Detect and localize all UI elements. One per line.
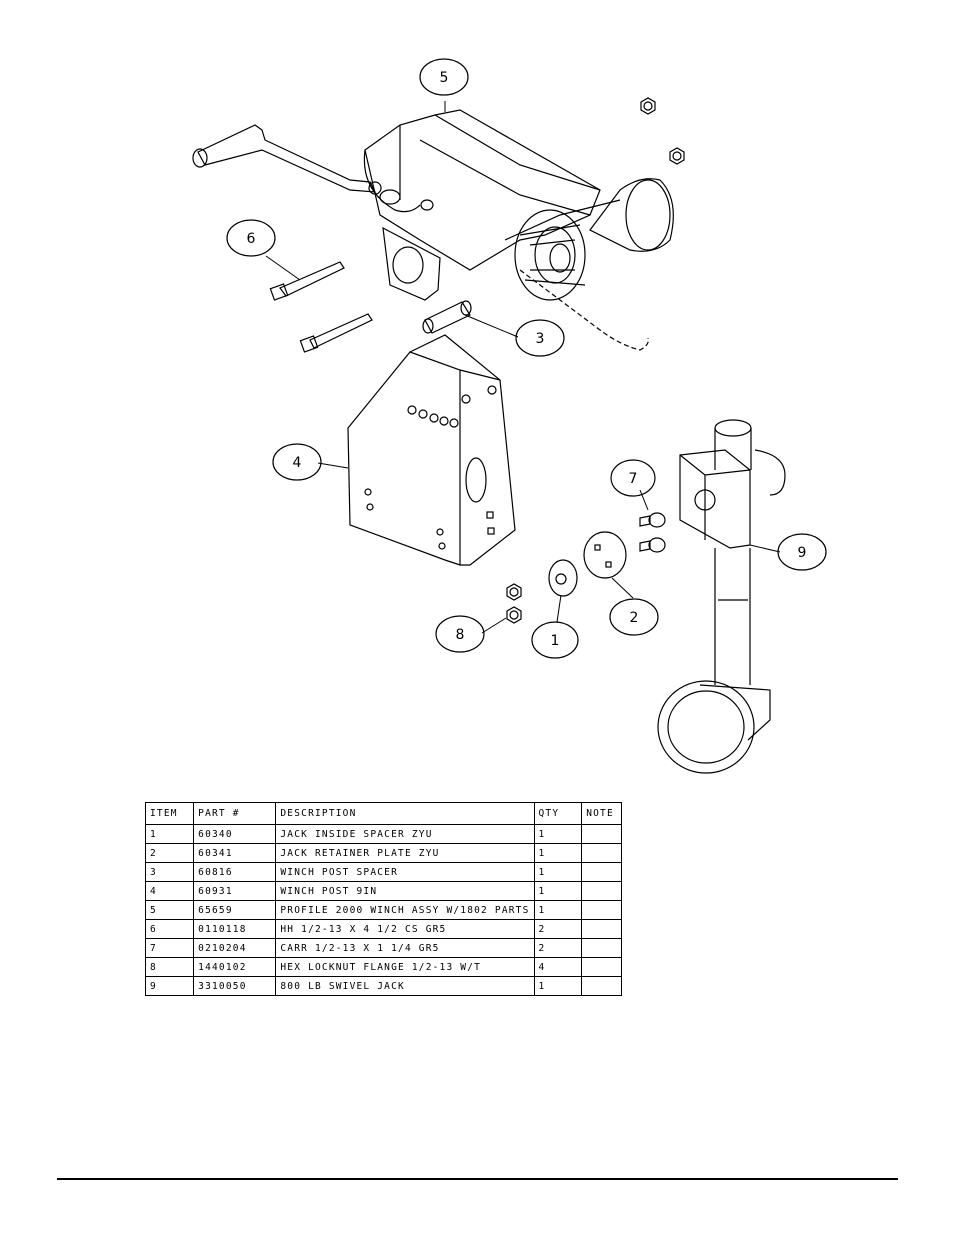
cell-note <box>581 919 622 939</box>
svg-text:9: 9 <box>798 545 807 561</box>
cell-qty: 1 <box>533 881 583 901</box>
hex-locknuts <box>506 583 522 624</box>
cell-qty: 1 <box>533 900 583 920</box>
cell-part-number: 60340 <box>193 824 277 844</box>
callout-8: 8 <box>435 615 485 653</box>
cell-note <box>581 862 622 882</box>
cell-description: HEX LOCKNUT FLANGE 1/2-13 W/T <box>275 957 535 977</box>
cell-part-number: 0110118 <box>193 919 277 939</box>
carriage-bolts <box>639 512 666 553</box>
callout-7: 7 <box>610 459 656 497</box>
cell-description: 800 LB SWIVEL JACK <box>275 976 535 996</box>
cell-note <box>581 957 622 977</box>
callout-balloons: 5 6 3 4 7 9 8 1 2 <box>226 58 827 659</box>
cell-part-number: 1440102 <box>193 957 277 977</box>
hex-bolts <box>269 261 373 353</box>
jack-inside-spacer <box>548 559 578 597</box>
callout-9: 9 <box>777 533 827 571</box>
cell-part-number: 60816 <box>193 862 277 882</box>
column-header-qty: QTY <box>533 802 583 825</box>
column-header-part-number: PART # <box>193 802 277 825</box>
cell-qty: 2 <box>533 919 583 939</box>
cell-note <box>581 881 622 901</box>
cell-part-number: 60931 <box>193 881 277 901</box>
footer-rule <box>57 1178 898 1180</box>
cell-qty: 2 <box>533 938 583 958</box>
column-header-description: DESCRIPTION <box>275 802 535 825</box>
hex-nuts-top <box>640 97 685 165</box>
cell-qty: 4 <box>533 957 583 977</box>
cell-item: 5 <box>144 900 195 920</box>
cell-note <box>581 900 622 920</box>
svg-text:3: 3 <box>536 331 545 347</box>
cell-description: WINCH POST SPACER <box>275 862 535 882</box>
callout-5: 5 <box>419 58 469 96</box>
jack-retainer-plate <box>583 531 627 579</box>
cell-note <box>581 976 622 996</box>
cell-item: 6 <box>144 919 195 939</box>
cell-part-number: 60341 <box>193 843 277 863</box>
swivel-jack <box>657 419 786 774</box>
cell-item: 3 <box>144 862 195 882</box>
table-header-row: ITEM PART # DESCRIPTION QTY NOTE <box>144 802 622 825</box>
column-header-item: ITEM <box>144 802 195 825</box>
cell-description: CARR 1/2-13 X 1 1/4 GR5 <box>275 938 535 958</box>
winch-post <box>347 334 516 566</box>
callout-3: 3 <box>515 319 565 357</box>
cell-item: 2 <box>144 843 195 863</box>
callout-1: 1 <box>531 621 579 659</box>
cell-item: 8 <box>144 957 195 977</box>
svg-text:7: 7 <box>629 471 638 487</box>
cell-item: 9 <box>144 976 195 996</box>
column-header-note: NOTE <box>581 802 622 825</box>
leader-lines <box>265 101 781 634</box>
cell-qty: 1 <box>533 843 583 863</box>
cell-description: WINCH POST 9IN <box>275 881 535 901</box>
callout-2: 2 <box>609 598 659 636</box>
cell-qty: 1 <box>533 976 583 996</box>
svg-text:2: 2 <box>630 610 639 626</box>
exploded-assembly-drawing: 5 6 3 4 7 9 8 1 2 <box>192 58 827 774</box>
winch-assembly <box>192 109 674 351</box>
svg-text:6: 6 <box>247 231 256 247</box>
svg-text:1: 1 <box>551 633 560 649</box>
cell-item: 7 <box>144 938 195 958</box>
cell-part-number: 65659 <box>193 900 277 920</box>
cell-part-number: 0210204 <box>193 938 277 958</box>
cell-description: JACK RETAINER PLATE ZYU <box>275 843 535 863</box>
cell-description: JACK INSIDE SPACER ZYU <box>275 824 535 844</box>
winch-post-spacer <box>422 300 472 334</box>
cell-qty: 1 <box>533 824 583 844</box>
callout-4: 4 <box>272 443 322 481</box>
cell-qty: 1 <box>533 862 583 882</box>
svg-text:4: 4 <box>293 455 302 471</box>
cell-item: 4 <box>144 881 195 901</box>
cell-description: HH 1/2-13 X 4 1/2 CS GR5 <box>275 919 535 939</box>
cell-part-number: 3310050 <box>193 976 277 996</box>
cell-item: 1 <box>144 824 195 844</box>
cell-note <box>581 938 622 958</box>
svg-text:8: 8 <box>456 627 465 643</box>
cell-note <box>581 843 622 863</box>
cell-description: PROFILE 2000 WINCH ASSY W/1802 PARTS <box>275 900 535 920</box>
callout-6: 6 <box>226 219 276 257</box>
cell-note <box>581 824 622 844</box>
svg-text:5: 5 <box>440 70 449 86</box>
